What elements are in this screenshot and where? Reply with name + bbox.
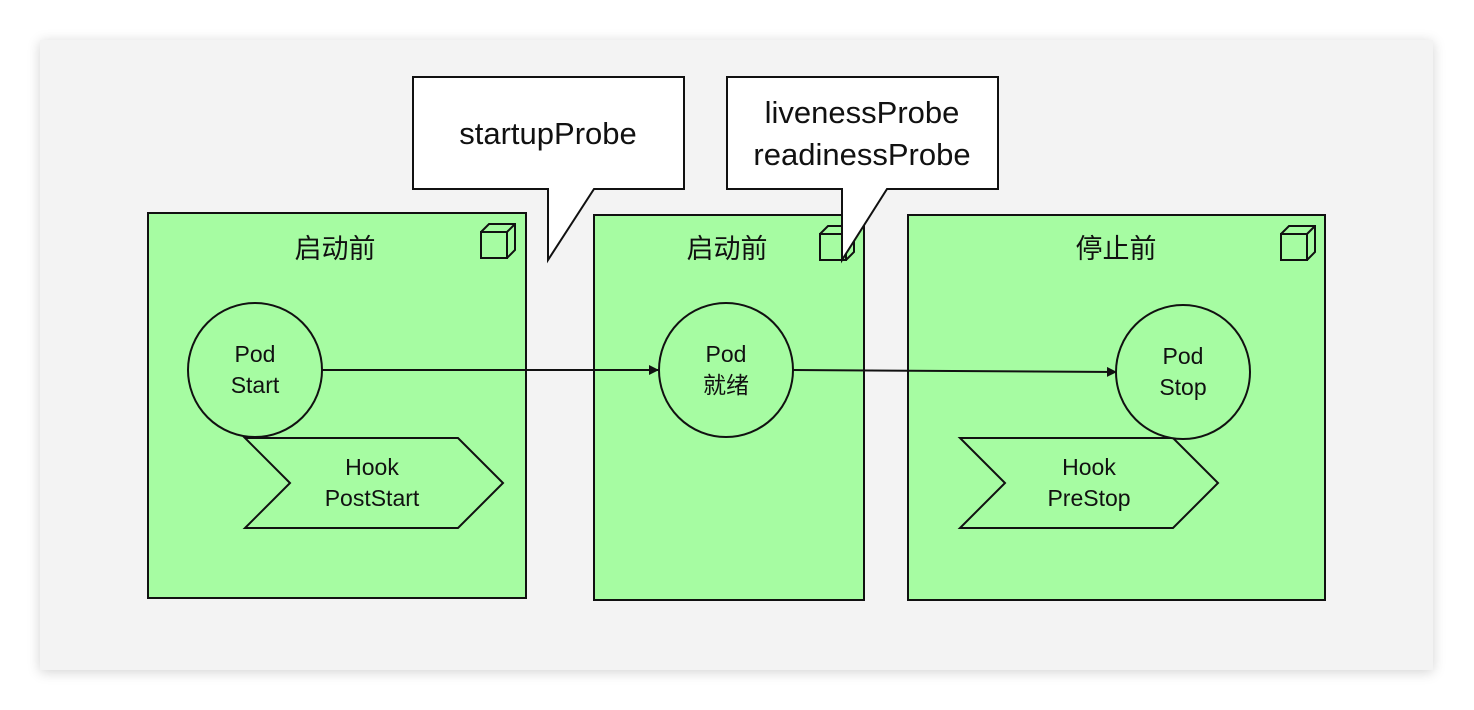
node-label: Pod [235,341,276,367]
stage-title: 启动前 [295,234,376,264]
stage-pre-stop[interactable]: 停止前 [907,214,1326,601]
pod-stop-node[interactable]: Pod Stop [1115,304,1251,440]
callout-text: startupProbe [459,116,637,151]
arrow-ready-to-stop [792,366,1117,377]
cube-icon [1280,225,1316,261]
node-label: Start [231,372,280,398]
callout-text: livenessProbe [765,95,960,130]
hook-label: Hook [1062,454,1116,480]
stage-title: 停止前 [1076,234,1157,264]
pod-ready-node[interactable]: Pod 就绪 [658,302,794,438]
pod-start-node[interactable]: Pod Start [187,302,323,438]
cube-icon [480,223,516,259]
node-label: Pod [1163,343,1204,369]
node-label: Pod [706,341,747,367]
hook-name: PreStop [1047,485,1130,511]
stage-title: 启动前 [687,234,768,264]
hook-label: Hook [345,454,399,480]
callout-liveness-readiness-probe[interactable]: livenessProbe readinessProbe [726,76,999,264]
hook-post-start[interactable]: Hook PostStart [242,437,505,529]
node-label: Stop [1159,374,1206,400]
hook-name: PostStart [325,485,420,511]
callout-startup-probe[interactable]: startupProbe [412,76,685,264]
callout-text: readinessProbe [753,137,970,172]
node-label: 就绪 [703,372,749,398]
hook-pre-stop[interactable]: Hook PreStop [957,437,1220,529]
